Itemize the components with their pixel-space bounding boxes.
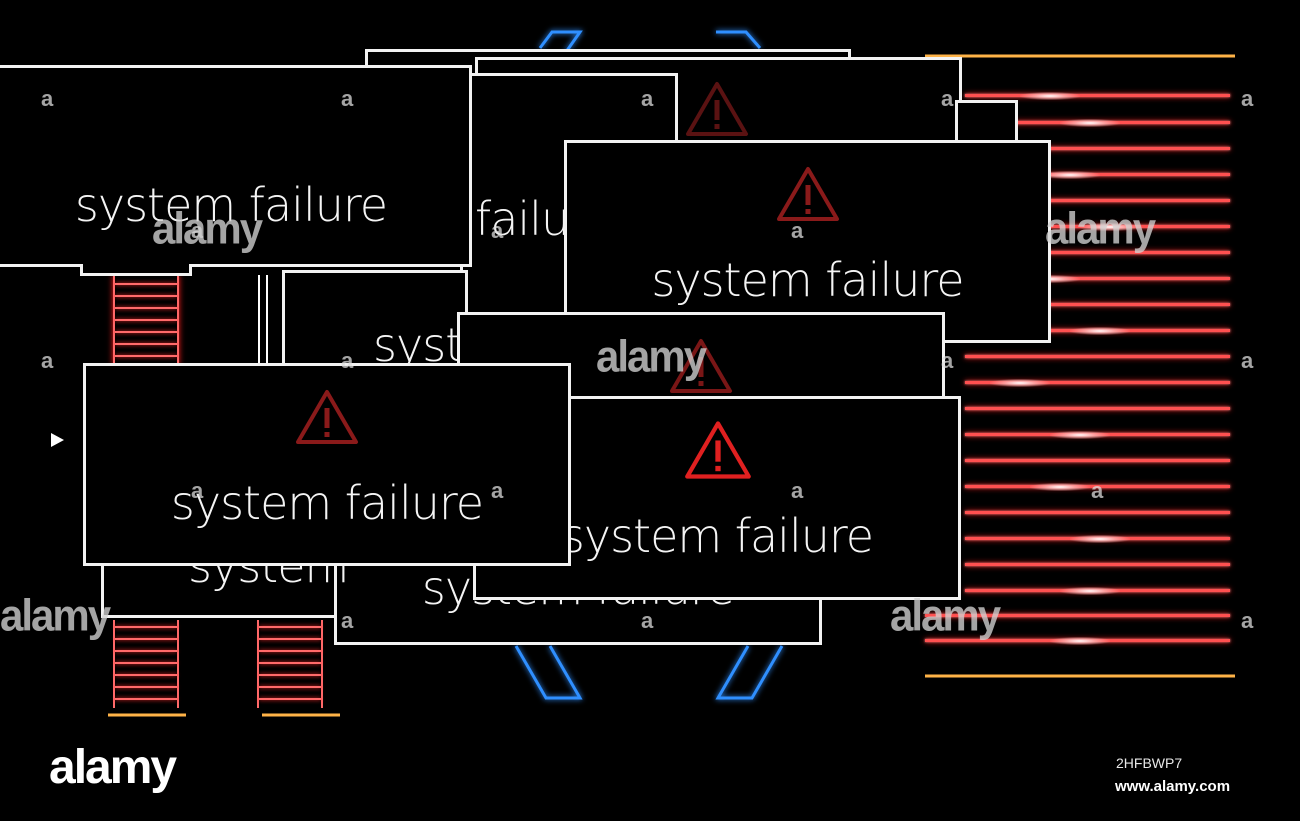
popup-message: system failure (651, 253, 964, 307)
watermark-a: a (341, 86, 354, 111)
watermark-a: a (41, 348, 54, 373)
popup-system-failure-7: system (101, 520, 349, 618)
watermark-alamy: alamy (152, 203, 263, 254)
image-id: 2HFBWP7 (1116, 755, 1183, 771)
popup-system-failure-3: system failure (564, 140, 1051, 343)
alamy-logo: alamy (49, 741, 177, 794)
watermark-a: a (1241, 86, 1254, 111)
popup-system-failure-4: syst (282, 270, 482, 375)
watermark-a: a (491, 478, 504, 503)
warning-icon (686, 82, 748, 136)
watermark-a: a (491, 218, 504, 243)
watermark-a: a (941, 86, 954, 111)
warning-icon (670, 339, 732, 393)
ladder-left-bottom-2 (257, 620, 323, 708)
watermark-alamy: alamy (1045, 203, 1156, 254)
watermark-alamy: alamy (890, 590, 1001, 641)
watermark-a: a (191, 218, 204, 243)
watermark-a: a (191, 478, 204, 503)
watermark-a: a (341, 608, 354, 633)
warning-icon (296, 390, 358, 444)
popup-message: system failure (560, 509, 874, 563)
watermark-a: a (1091, 478, 1104, 503)
ladder-left-top (113, 275, 179, 365)
white-post (258, 275, 268, 365)
watermark-alamy: alamy (0, 590, 111, 641)
alamy-url: www.alamy.com (1115, 778, 1231, 795)
popup-message: system failure (170, 476, 484, 530)
ladder-left-bottom-1 (113, 620, 179, 708)
warning-icon (685, 421, 751, 479)
popup-system-failure-5: system failure (83, 363, 571, 566)
watermark-a: a (941, 348, 954, 373)
watermark-a: a (791, 478, 804, 503)
watermark-a: a (41, 86, 54, 111)
watermark-alamy: alamy (596, 331, 707, 382)
watermark-a: a (791, 218, 804, 243)
warning-icon (777, 167, 839, 221)
watermark-a: a (641, 608, 654, 633)
popup-back-right-edge (955, 100, 1018, 145)
popup-message: system failure (74, 178, 388, 232)
watermark-a: a (1241, 608, 1254, 633)
popup-back-left-strip (80, 264, 192, 276)
watermark-a: a (1241, 348, 1254, 373)
play-marker-icon (51, 433, 64, 447)
watermark-a: a (341, 348, 354, 373)
popup-system-failure-1: system failure (0, 65, 472, 267)
watermark-a: a (641, 86, 654, 111)
